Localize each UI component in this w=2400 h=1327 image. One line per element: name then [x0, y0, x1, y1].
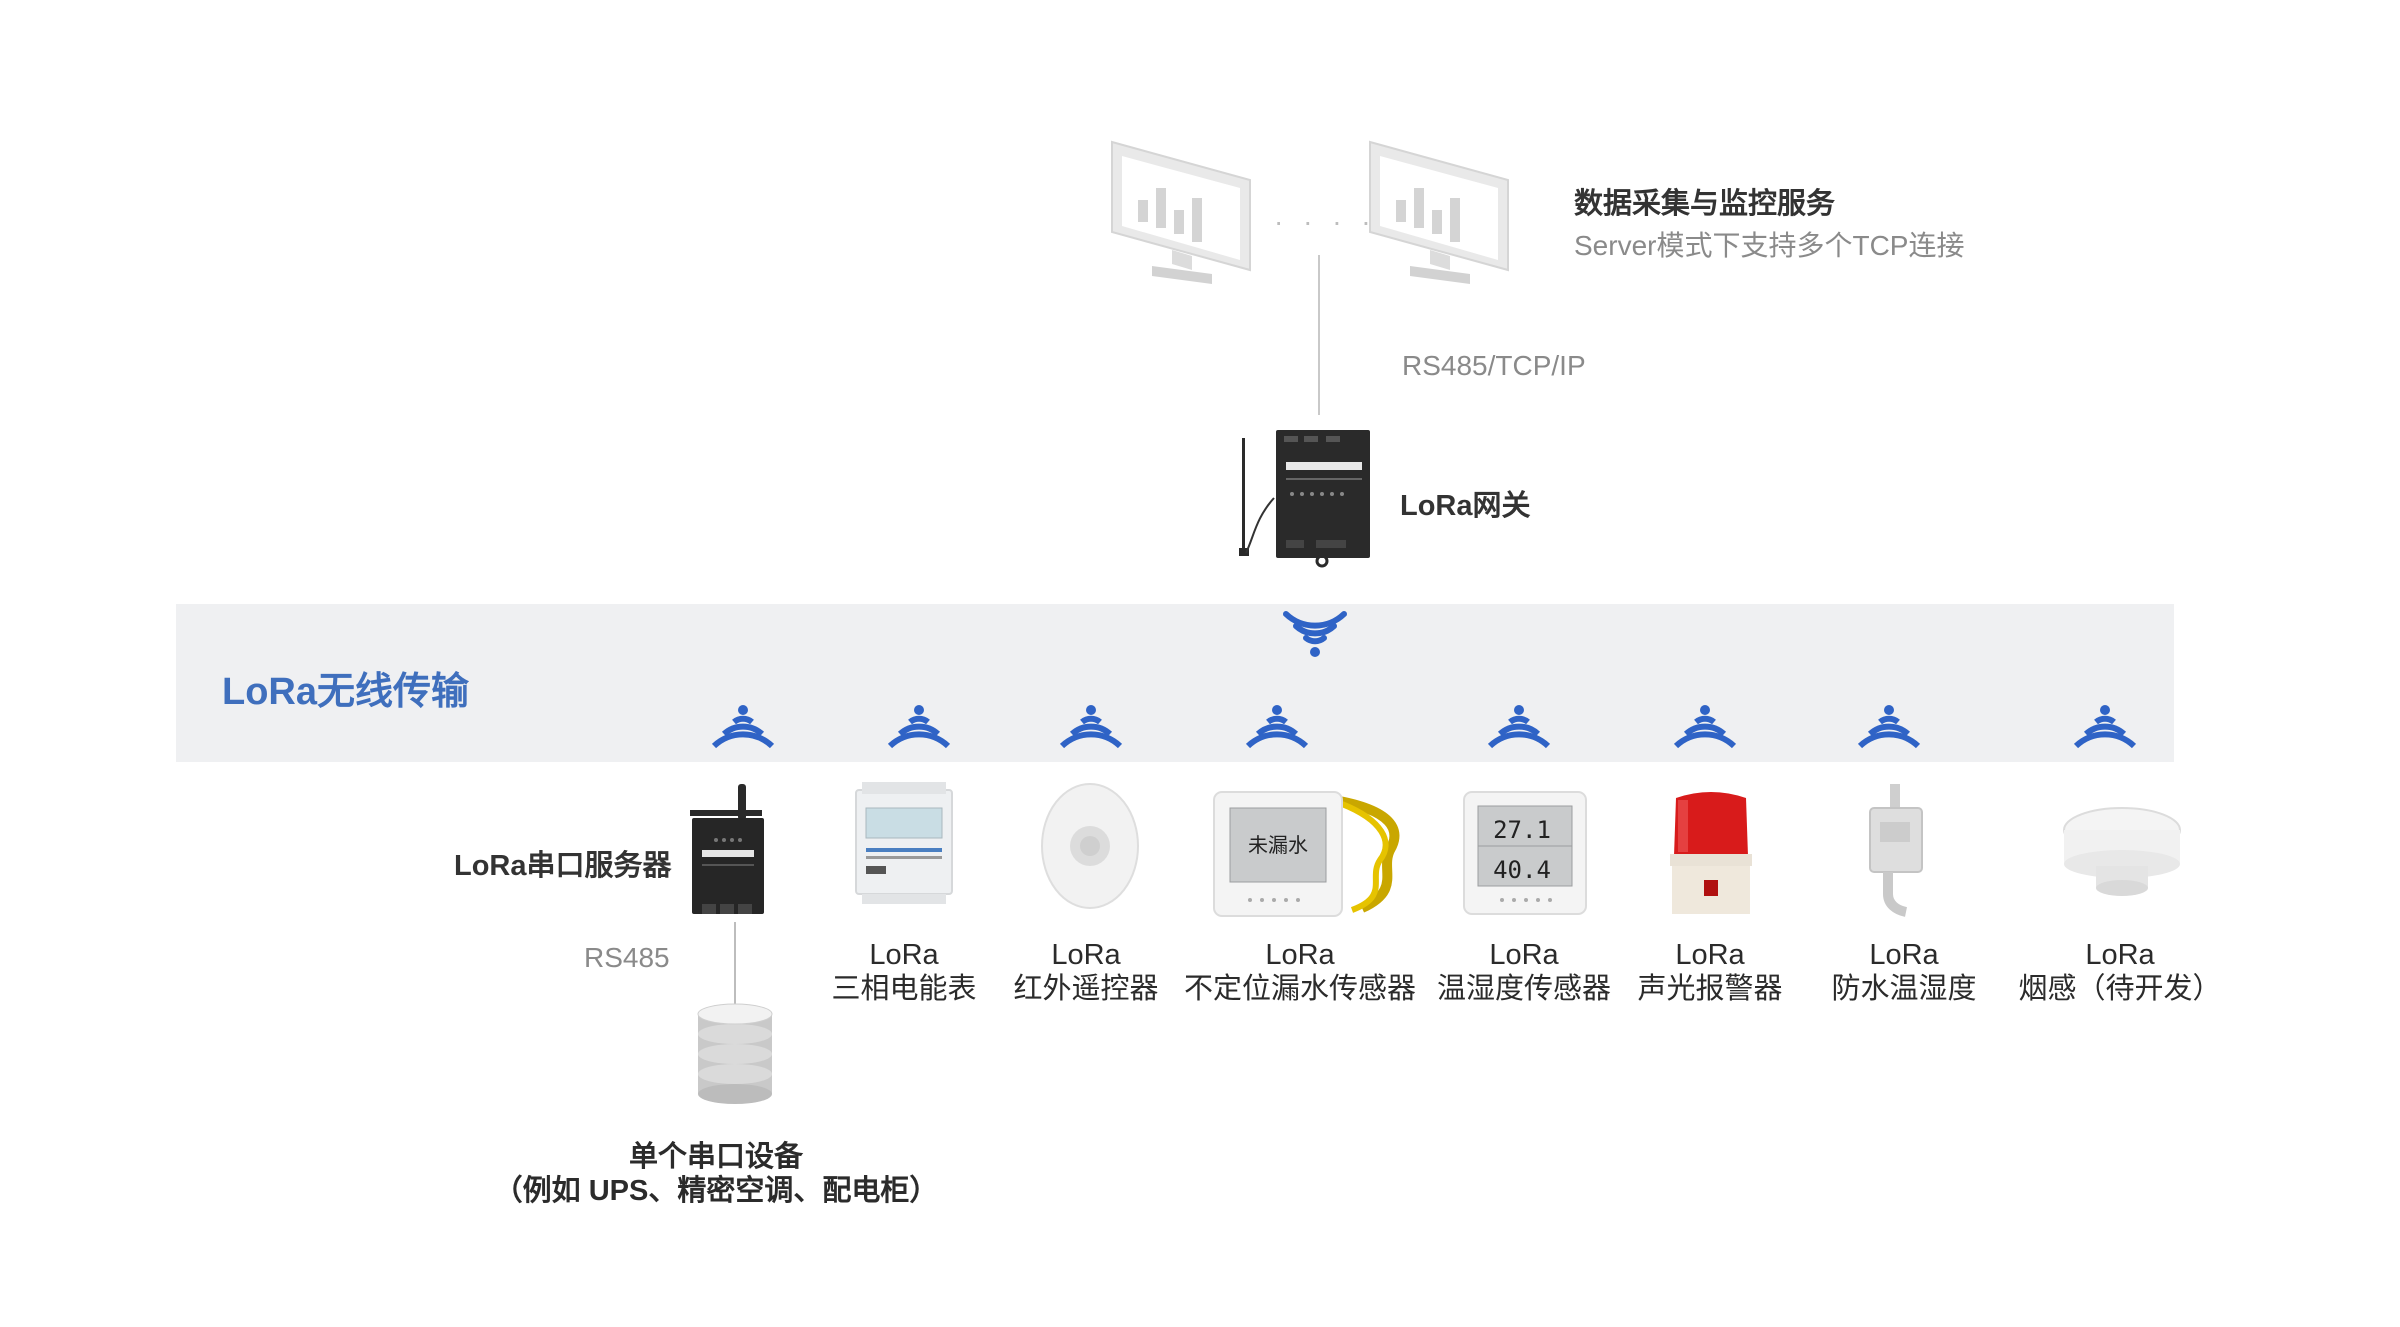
device-label: 红外遥控器	[1013, 973, 1159, 1005]
smoke-detector-icon	[2060, 806, 2184, 906]
water-leak-sensor-icon: 未漏水	[1212, 790, 1408, 918]
monitor-icon	[1366, 138, 1512, 286]
wifi-icon	[1282, 608, 1348, 660]
wifi-icon	[1244, 700, 1310, 752]
temp-humidity-sensor-icon: 27.1 40.4	[1462, 790, 1588, 916]
gateway-label: LoRa网关	[1400, 490, 1531, 522]
connector-line	[734, 922, 736, 1014]
gateway-icon	[1236, 428, 1372, 568]
leak-display-text: 未漏水	[1248, 833, 1308, 857]
temp-display-text: 27.1	[1493, 816, 1551, 844]
wifi-icon	[1856, 700, 1922, 752]
humidity-display-text: 40.4	[1493, 856, 1551, 884]
alarm-light-icon	[1666, 790, 1756, 920]
connector-line	[1318, 255, 1320, 415]
wifi-icon	[1672, 700, 1738, 752]
monitor-icon	[1108, 138, 1254, 286]
device-label: LoRa	[1869, 939, 1939, 971]
energy-meter-icon	[852, 782, 956, 906]
device-label: LoRa	[869, 939, 939, 971]
device-label: 三相电能表	[831, 973, 977, 1005]
device-label: LoRa	[1675, 939, 1745, 971]
wifi-icon	[1058, 700, 1124, 752]
serial-device-label-line1: 单个串口设备	[628, 1141, 804, 1173]
link-label-rs485: RS485	[584, 942, 670, 973]
wifi-icon	[886, 700, 952, 752]
wifi-icon	[710, 700, 776, 752]
device-label: LoRa	[2085, 939, 2155, 971]
monitor-dots: · · · ·	[1274, 206, 1377, 237]
link-label-rs485-tcp: RS485/TCP/IP	[1402, 350, 1586, 381]
ir-remote-icon	[1040, 782, 1140, 910]
device-label: 烟感（待开发）	[2018, 973, 2222, 1005]
device-label: 防水温湿度	[1831, 973, 1977, 1005]
waterproof-sensor-icon	[1860, 784, 1936, 924]
serial-device-label-line2: （例如 UPS、精密空调、配电柜）	[493, 1175, 939, 1207]
server-title: 数据采集与监控服务	[1574, 188, 1836, 220]
device-label: LoRa	[1265, 939, 1335, 971]
serial-server-label: LoRa串口服务器	[454, 850, 672, 882]
server-subtitle: Server模式下支持多个TCP连接	[1574, 230, 1965, 261]
serial-server-icon	[688, 784, 770, 920]
device-label: LoRa	[1051, 939, 1121, 971]
device-label: 温湿度传感器	[1436, 973, 1612, 1005]
database-icon	[694, 1000, 776, 1104]
device-label: 不定位漏水传感器	[1183, 973, 1417, 1005]
band-title: LoRa无线传输	[222, 671, 470, 713]
device-label: 声光报警器	[1637, 973, 1783, 1005]
wifi-icon	[1486, 700, 1552, 752]
lora-wireless-band	[176, 604, 2174, 762]
wifi-icon	[2072, 700, 2138, 752]
device-label: LoRa	[1489, 939, 1559, 971]
